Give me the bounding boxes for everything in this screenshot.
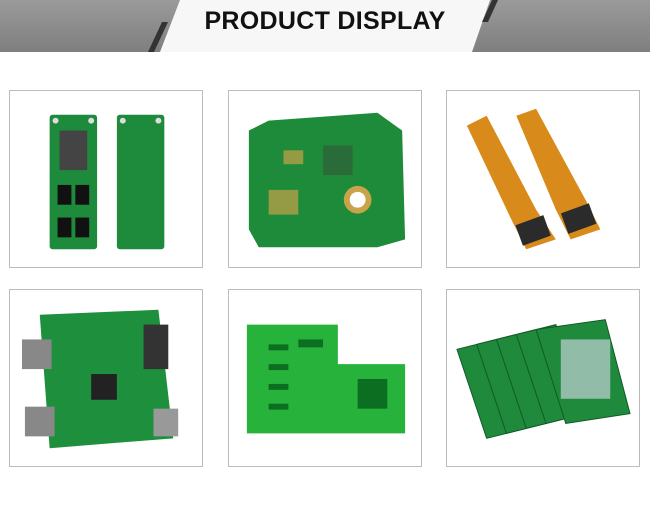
banner-center [160, 0, 490, 52]
header-banner: PRODUCT DISPLAY [0, 0, 650, 52]
product-image-single-sided-pcb[interactable] [228, 289, 422, 467]
product-image-network-pcba[interactable] [9, 289, 203, 467]
product-image-prototype-pcb-stack[interactable] [446, 289, 640, 467]
page-title: PRODUCT DISPLAY [204, 7, 446, 35]
product-image-flex-pcb[interactable] [446, 90, 640, 268]
product-image-green-pcb[interactable] [228, 90, 422, 268]
product-image-bms-board[interactable] [9, 90, 203, 268]
